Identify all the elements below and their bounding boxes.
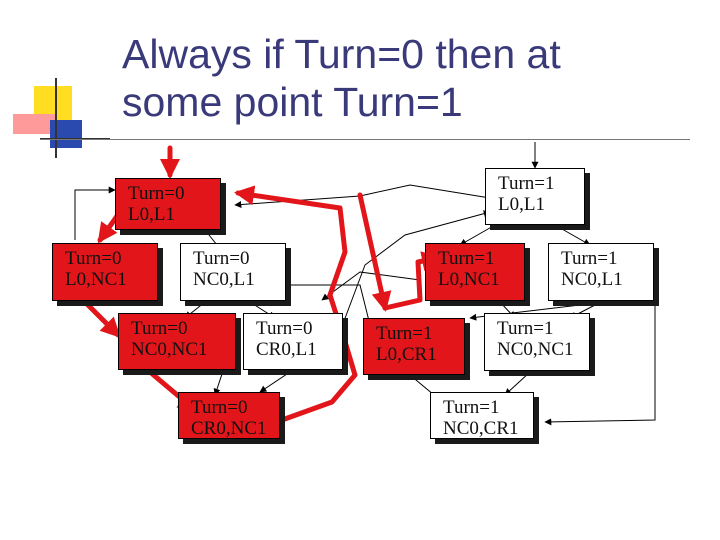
state-turn-label: Turn=0 bbox=[193, 248, 250, 269]
state-turn0-cr0-nc1: Turn=0 CR0,NC1 bbox=[178, 392, 280, 439]
state-turn-label: Turn=0 bbox=[128, 183, 185, 204]
state-locations-label: L0,L1 bbox=[128, 204, 175, 225]
decor-pink-bar bbox=[13, 114, 57, 134]
state-turn0-nc0-l1: Turn=0 NC0,L1 bbox=[180, 243, 286, 301]
edge-t0nc0l1-side bbox=[290, 284, 372, 326]
edge-t0cr0l1-to-t0cr0nc1 bbox=[259, 371, 291, 393]
state-locations-label: L0,NC1 bbox=[65, 269, 127, 290]
state-turn0-cr0-l1: Turn=0 CR0,L1 bbox=[243, 313, 343, 370]
state-turn0-l0-l1: Turn=0 L0,L1 bbox=[115, 178, 221, 230]
state-locations-label: CR0,NC1 bbox=[191, 418, 267, 439]
state-turn-label: Turn=0 bbox=[256, 318, 313, 339]
state-turn1-l0-nc1: Turn=1 L0,NC1 bbox=[425, 243, 525, 301]
state-locations-label: NC0,L1 bbox=[193, 269, 255, 290]
state-turn-label: Turn=0 bbox=[131, 318, 188, 339]
edge-t0l0nc1-to-t0l0l1 bbox=[74, 186, 116, 240]
state-turn-label: Turn=0 bbox=[191, 397, 248, 418]
state-locations-label: NC0,CR1 bbox=[443, 418, 519, 439]
state-locations-label: NC0,NC1 bbox=[131, 339, 208, 360]
state-turn-label: Turn=1 bbox=[443, 397, 500, 418]
state-turn1-l0-l1: Turn=1 L0,L1 bbox=[485, 168, 585, 225]
edge-t1l0l1-to-t1nc0l1 bbox=[554, 224, 591, 246]
state-turn0-l0-nc1: Turn=0 L0,NC1 bbox=[52, 243, 158, 301]
state-turn1-l0-cr1: Turn=1 L0,CR1 bbox=[363, 318, 465, 375]
edge-t0nc0nc1-to-t0cr0nc1-alt bbox=[213, 364, 226, 396]
slide-title: Always if Turn=0 then at some point Turn… bbox=[122, 30, 561, 126]
edge-t1nc0l1-down-long bbox=[544, 300, 656, 426]
state-turn1-nc0-cr1: Turn=1 NC0,CR1 bbox=[430, 392, 534, 439]
slide-title-line-2: some point Turn=1 bbox=[122, 79, 463, 125]
title-underline bbox=[40, 139, 690, 140]
state-turn-label: Turn=0 bbox=[65, 248, 122, 269]
path-arrow-2 bbox=[82, 299, 121, 338]
edge-t0cr0l1-to-t1l0l1-loop bbox=[334, 210, 491, 346]
state-turn-label: Turn=1 bbox=[498, 173, 555, 194]
state-locations-label: CR0,L1 bbox=[256, 339, 317, 360]
state-locations-label: NC0,L1 bbox=[561, 269, 623, 290]
edge-t1l0nc1-side bbox=[321, 271, 421, 301]
slide-title-line-1: Always if Turn=0 then at bbox=[122, 31, 561, 77]
state-locations-label: L0,NC1 bbox=[438, 269, 500, 290]
decor-vertical-line bbox=[55, 78, 57, 158]
state-turn-label: Turn=1 bbox=[497, 318, 554, 339]
state-locations-label: L0,L1 bbox=[498, 194, 545, 215]
state-turn0-nc0-nc1: Turn=0 NC0,NC1 bbox=[118, 313, 236, 370]
path-arrow-4 bbox=[234, 185, 358, 423]
state-turn1-nc0-l1: Turn=1 NC0,L1 bbox=[548, 243, 654, 301]
edge-t1l0l1-to-t1l0nc1 bbox=[459, 224, 496, 246]
state-turn-label: Turn=1 bbox=[438, 248, 495, 269]
state-locations-label: L0,CR1 bbox=[376, 344, 437, 365]
state-turn-label: Turn=1 bbox=[376, 323, 433, 344]
path-arrow-5 bbox=[357, 192, 392, 312]
state-locations-label: NC0,NC1 bbox=[497, 339, 574, 360]
edge-t1nc0nc1-to-t1nc0cr1 bbox=[504, 371, 531, 396]
state-turn-label: Turn=1 bbox=[561, 248, 618, 269]
state-turn1-nc0-nc1: Turn=1 NC0,NC1 bbox=[484, 313, 590, 371]
